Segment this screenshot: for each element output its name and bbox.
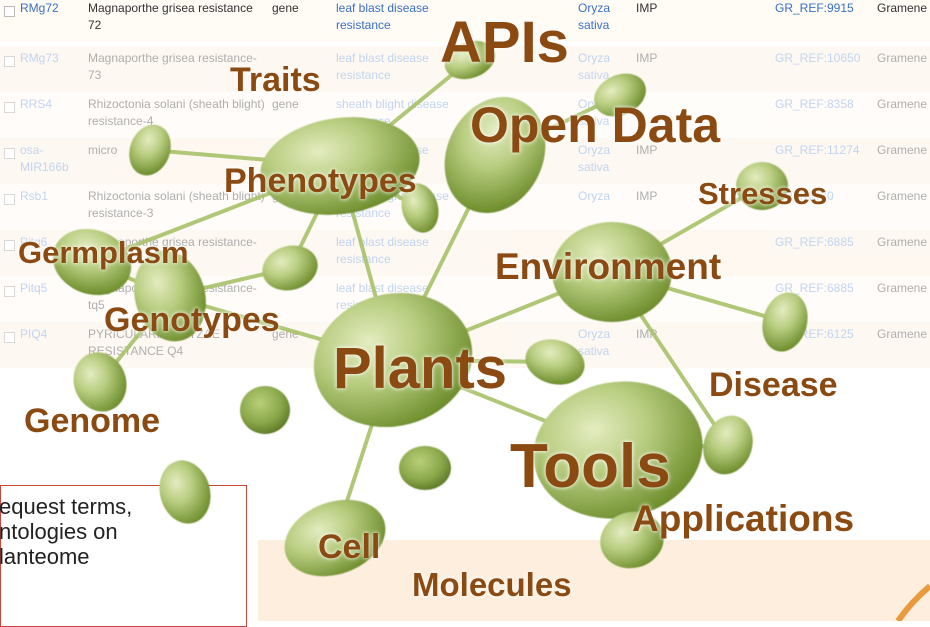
- cell-ref[interactable]: GR_REF:10650: [775, 51, 861, 65]
- node: [703, 415, 753, 475]
- cell-evidence: IMP: [636, 51, 658, 65]
- cell-ref[interactable]: GR_REF:6885: [775, 235, 854, 249]
- word-apis: APIs: [440, 10, 569, 75]
- node: [594, 73, 646, 117]
- cell-species[interactable]: Oryza sativa: [578, 1, 611, 32]
- node: [313, 292, 473, 428]
- cell-source: Gramene: [877, 1, 928, 15]
- node: [525, 339, 585, 385]
- cell-type: gene: [272, 1, 299, 15]
- cell-id[interactable]: PIQ4: [20, 327, 48, 341]
- word-tools: Tools: [510, 432, 671, 501]
- cell-id[interactable]: RMg73: [20, 51, 59, 65]
- cell-name: Rhizoctonia solani (sheath blight) resis…: [88, 189, 265, 220]
- cell-id[interactable]: RRS4: [20, 97, 53, 111]
- cell-source: Gramene: [877, 281, 928, 295]
- row-checkbox[interactable]: [4, 332, 15, 343]
- node: [262, 245, 318, 291]
- cell-trait[interactable]: leaf blast disease resistance: [336, 1, 429, 32]
- table-row: RMg72 Magnaporthe grisea resistance 72 gen…: [0, 0, 930, 42]
- word-phenotypes: Phenotypes: [224, 162, 417, 200]
- node: [444, 40, 496, 80]
- node: [134, 250, 206, 342]
- word-cell: Cell: [318, 528, 381, 566]
- cell-name: micro: [88, 143, 118, 157]
- cell-id[interactable]: osa-MIR166b: [20, 143, 69, 174]
- node: [129, 124, 171, 176]
- row-checkbox[interactable]: [4, 6, 15, 17]
- node: [260, 117, 420, 215]
- cell-evidence: IMP: [636, 1, 658, 15]
- cell-ref[interactable]: GR_REF:6885: [775, 281, 854, 295]
- word-traits: Traits: [230, 61, 321, 99]
- cell-name: Magnaporthe grisea resistance 72: [88, 1, 253, 32]
- word-environment: Environment: [495, 246, 722, 287]
- cell-source: Gramene: [877, 97, 928, 111]
- cell-id[interactable]: Rsb1: [20, 189, 49, 203]
- cell-source: Gramene: [877, 143, 928, 157]
- cell-source: Gramene: [877, 189, 928, 203]
- node: [159, 460, 211, 524]
- row-checkbox[interactable]: [4, 148, 15, 159]
- word-applications: Applications: [632, 498, 855, 539]
- cell-source: Gramene: [877, 51, 928, 65]
- cell-ref[interactable]: GR_REF:9915: [775, 1, 854, 15]
- cell-source: Gramene: [877, 235, 928, 249]
- word-germplasm: Germplasm: [18, 235, 189, 270]
- cell-id[interactable]: Pitq5: [20, 281, 48, 295]
- cell-trait[interactable]: leaf blast disease resistance: [336, 51, 429, 82]
- cell-species[interactable]: Oryza sativa: [578, 51, 611, 82]
- node: [399, 446, 451, 490]
- node: [762, 292, 808, 352]
- row-checkbox[interactable]: [4, 102, 15, 113]
- cell-ref[interactable]: GR_REF:11274: [775, 143, 860, 157]
- node: [600, 511, 664, 569]
- cell-source: Gramene: [877, 327, 928, 341]
- word-plants: Plants: [333, 336, 508, 401]
- cell-species[interactable]: Oryza sativa: [578, 143, 611, 174]
- cell-name: Magnaporthe grisea resistance-73: [88, 51, 257, 82]
- row-checkbox[interactable]: [4, 194, 15, 205]
- cell-evidence: IMP: [636, 189, 658, 203]
- node: [240, 386, 290, 434]
- node: [444, 96, 546, 214]
- cell-id[interactable]: RMg72: [20, 1, 59, 15]
- node: [533, 381, 703, 519]
- cell-name: Rhizoctonia solani (sheath blight) resis…: [88, 97, 265, 128]
- word-genome: Genome: [24, 402, 161, 440]
- word-stresses: Stresses: [698, 176, 828, 211]
- network-nodes: [52, 40, 808, 577]
- cell-ref[interactable]: GR_REF:0: [775, 189, 834, 203]
- cell-ref[interactable]: GR_REF:8358: [775, 97, 854, 111]
- corner-swoosh-icon: [895, 583, 930, 621]
- cell-type: gene: [272, 97, 299, 111]
- node: [52, 228, 132, 296]
- node: [284, 499, 386, 577]
- word-disease: Disease: [709, 366, 838, 404]
- word-open-data: Open Data: [470, 97, 721, 153]
- cell-species[interactable]: Oryza sativa: [578, 327, 611, 358]
- row-checkbox[interactable]: [4, 240, 15, 251]
- row-checkbox[interactable]: [4, 286, 15, 297]
- cell-id[interactable]: Pitq6: [20, 235, 48, 249]
- node: [736, 162, 788, 210]
- row-checkbox[interactable]: [4, 56, 15, 67]
- cell-evidence: IMP: [636, 143, 658, 157]
- node: [552, 222, 672, 322]
- word-molecules: Molecules: [412, 566, 572, 603]
- node: [401, 183, 439, 233]
- node: [73, 352, 127, 412]
- cell-species[interactable]: Oryza: [578, 189, 611, 203]
- word-genotypes: Genotypes: [104, 301, 280, 339]
